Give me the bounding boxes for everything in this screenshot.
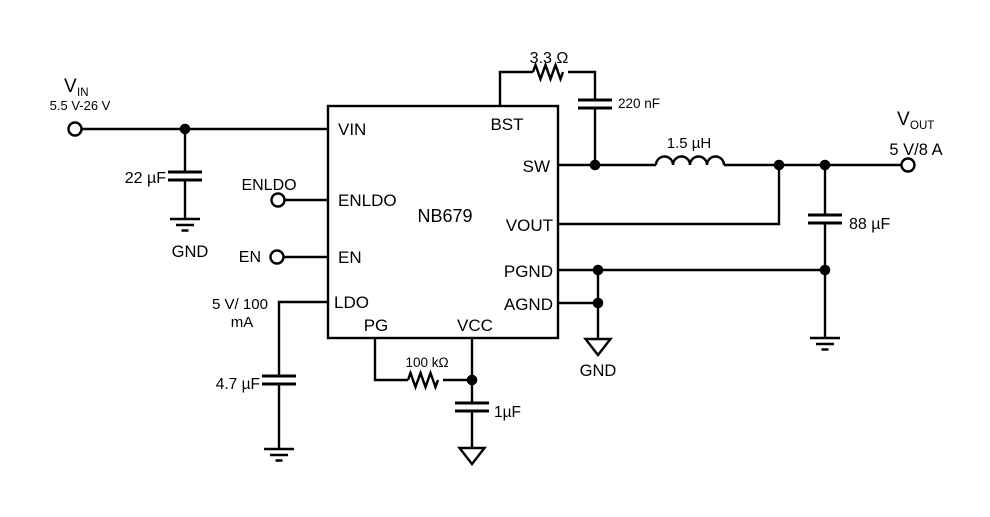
junction-dot <box>592 297 604 309</box>
inductor-icon <box>654 155 726 166</box>
junction-dots <box>179 123 831 386</box>
pg-resistor-value: 100 kΩ <box>405 355 448 370</box>
input-cap-icon <box>168 170 202 182</box>
vin-terminal <box>67 121 83 137</box>
triangle-ground-icon <box>583 337 613 357</box>
vin-label: V <box>64 76 77 97</box>
ic-pin-ldo: LDO <box>334 293 369 312</box>
vout-label: V <box>897 109 910 130</box>
ic-pin-pgnd: PGND <box>504 262 553 281</box>
en-terminal <box>269 249 285 265</box>
ldo-rating-line2: mA <box>231 314 254 331</box>
ic-pin-sw: SW <box>523 157 550 176</box>
vout-terminal <box>900 157 916 173</box>
input-cap-value: 22 µF <box>125 170 166 187</box>
ldo-cap-icon <box>262 374 296 386</box>
ic-pin-agnd: AGND <box>504 295 553 314</box>
bst-cap-icon <box>578 98 612 110</box>
vout-rating-label: 5 V/8 A <box>889 141 942 159</box>
enldo-terminal <box>270 192 286 208</box>
junction-dot <box>819 264 831 276</box>
wire-agnd <box>558 270 600 339</box>
wires <box>82 70 902 449</box>
output-cap-value: 88 µF <box>849 216 890 233</box>
junction-dot <box>773 159 785 171</box>
vcc-cap-value: 1µF <box>494 404 521 421</box>
bst-resistor-value: 3.3 Ω <box>530 50 569 67</box>
ic-pin-bst: BST <box>490 115 523 134</box>
ic-pin-en: EN <box>338 248 362 267</box>
earth-ground-icon <box>264 447 294 462</box>
wire-vout-feedback <box>558 165 781 226</box>
agnd-gnd-label: GND <box>580 362 617 380</box>
ic-pin-enldo: ENLDO <box>338 191 397 210</box>
ic-pin-vin: VIN <box>338 120 366 139</box>
bst-cap-value: 220 nF <box>618 96 660 111</box>
earth-ground-icon <box>810 336 840 351</box>
ic-pin-vout: VOUT <box>506 216 553 235</box>
ic-part-number: NB679 <box>417 206 472 226</box>
earth-ground-icon <box>170 217 200 232</box>
triangle-ground-icon <box>457 446 487 466</box>
wire-bst <box>498 70 597 165</box>
labels: V IN 5.5 V-26 V 22 µF GND ENLDO EN 5 V/ … <box>50 50 943 421</box>
ic-body <box>326 104 560 340</box>
vout-label-subscript: OUT <box>910 120 934 132</box>
wire-ldo <box>277 300 328 449</box>
bst-resistor-icon <box>531 61 565 83</box>
vin-label-subscript: IN <box>77 87 89 99</box>
en-signal-label: EN <box>239 249 261 266</box>
pg-resistor-icon <box>406 369 440 391</box>
ldo-rating-line1: 5 V/ 100 <box>212 296 268 313</box>
output-cap-icon <box>808 213 842 225</box>
vcc-cap-icon <box>455 401 489 413</box>
junction-dot <box>179 123 191 135</box>
input-gnd-label: GND <box>172 243 209 261</box>
junction-dot <box>466 374 478 386</box>
enldo-signal-label: ENLDO <box>241 177 296 194</box>
components <box>168 61 842 466</box>
junction-dot <box>592 264 604 276</box>
terminals <box>67 121 916 265</box>
ic-pin-vcc: VCC <box>457 316 493 335</box>
inductor-value: 1.5 µH <box>667 135 712 152</box>
junction-dot <box>819 159 831 171</box>
ldo-cap-value: 4.7 µF <box>216 376 260 393</box>
vin-range-label: 5.5 V-26 V <box>50 98 111 113</box>
junction-dot <box>589 159 601 171</box>
ic-pin-pg: PG <box>364 316 389 335</box>
